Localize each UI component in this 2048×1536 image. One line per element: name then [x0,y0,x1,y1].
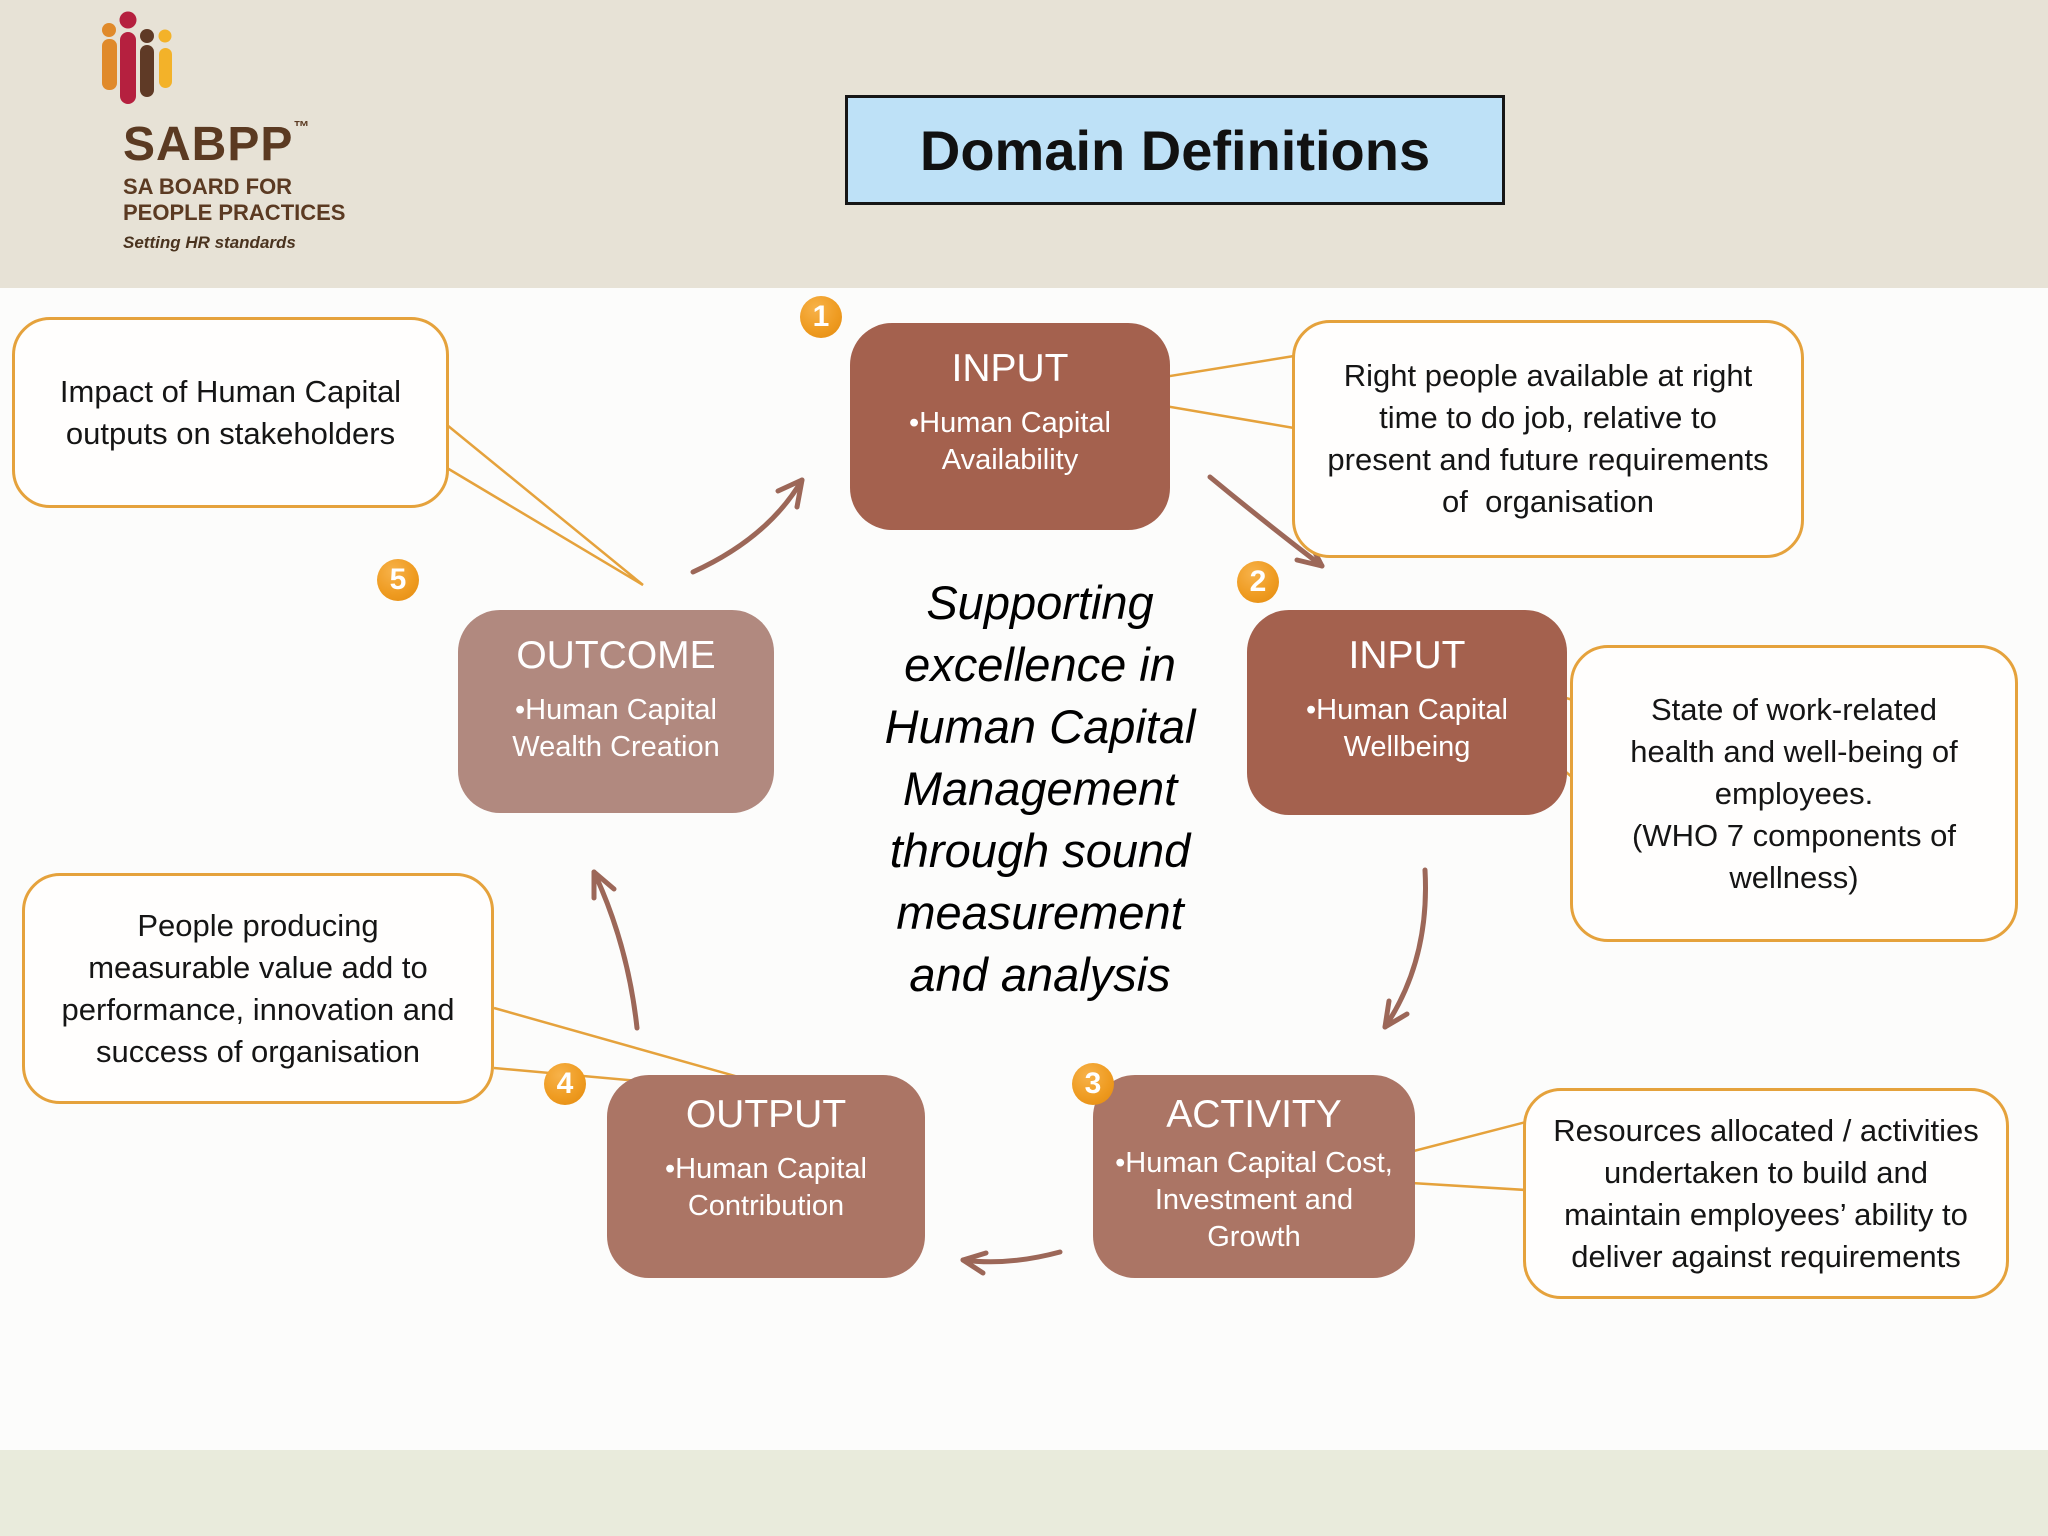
slide-title-box: Domain Definitions [845,95,1505,205]
callout-availability-definition: Right people available at right time to … [1292,320,1804,558]
node-header: INPUT [951,347,1069,390]
logo-trademark: ™ [293,119,310,136]
step-badge-5: 5 [377,559,419,601]
node-input-availability: INPUT •Human Capital Availability [850,323,1170,530]
callout-text: People producing measurable value add to… [61,907,455,1069]
people-logo-icon [102,11,172,104]
arrow-outcome-to-input1 [690,477,805,575]
node-header: OUTCOME [516,634,716,677]
callout-text: State of work-related health and well-be… [1630,691,1958,895]
arrow-input2-to-activity-head [1382,998,1410,1030]
callout5-pointer [446,424,644,587]
step-badge-4: 4 [544,1063,586,1105]
node-header: ACTIVITY [1166,1093,1342,1136]
step-badge-2: 2 [1237,561,1279,603]
bottom-band [0,1450,2048,1536]
step-badge-1: 1 [800,296,842,338]
arrow-output-to-outcome [591,869,640,1031]
callout-text: Impact of Human Capital outputs on stake… [59,373,402,451]
node-body: •Human Capital Cost, Investment and Grow… [1115,1147,1393,1253]
node-input-wellbeing: INPUT •Human Capital Wellbeing [1247,610,1567,815]
node-output: OUTPUT •Human Capital Contribution [607,1075,925,1278]
node-activity: ACTIVITY •Human Capital Cost, Investment… [1093,1075,1415,1278]
logo-brand-row: SABPP™ [123,117,309,172]
arrow-outcome-to-input1-head [775,477,805,510]
logo-subtitle: SA BOARD FOR PEOPLE PRACTICES [123,174,346,225]
logo-brand: SABPP [123,118,294,171]
callout-output-definition: People producing measurable value add to… [22,873,494,1104]
node-header: OUTPUT [685,1093,847,1136]
arrow-activity-to-output [960,1249,1063,1265]
callout-text: Right people available at right time to … [1327,358,1769,519]
logo-tagline: Setting HR standards [123,233,296,252]
callout-text: Resources allocated / activities underta… [1553,1112,1979,1274]
node-outcome: OUTCOME •Human Capital Wealth Creation [458,610,774,813]
callout-outcome-definition: Impact of Human Capital outputs on stake… [12,317,449,508]
node-body: •Human Capital Availability [909,407,1111,476]
node-header: INPUT [1348,634,1466,677]
slide-title: Domain Definitions [919,118,1431,182]
center-message: Supporting excellence in Human Capital M… [884,576,1196,1001]
arrow-input1-to-input2 [1207,474,1325,569]
node-body: •Human Capital Contribution [665,1153,867,1222]
arrow-input2-to-activity [1382,867,1428,1030]
sabpp-logo: SABPP™ SA BOARD FOR PEOPLE PRACTICES Set… [95,11,395,261]
callout-activity-definition: Resources allocated / activities underta… [1523,1088,2009,1299]
step-badge-3: 3 [1072,1063,1114,1105]
node-body: •Human Capital Wellbeing [1306,694,1508,763]
node-body: •Human Capital Wealth Creation [512,694,720,763]
arrow-activity-to-output-head [960,1250,989,1276]
callout-wellbeing-definition: State of work-related health and well-be… [1570,645,2018,942]
arrow-output-to-outcome-head [591,869,617,901]
